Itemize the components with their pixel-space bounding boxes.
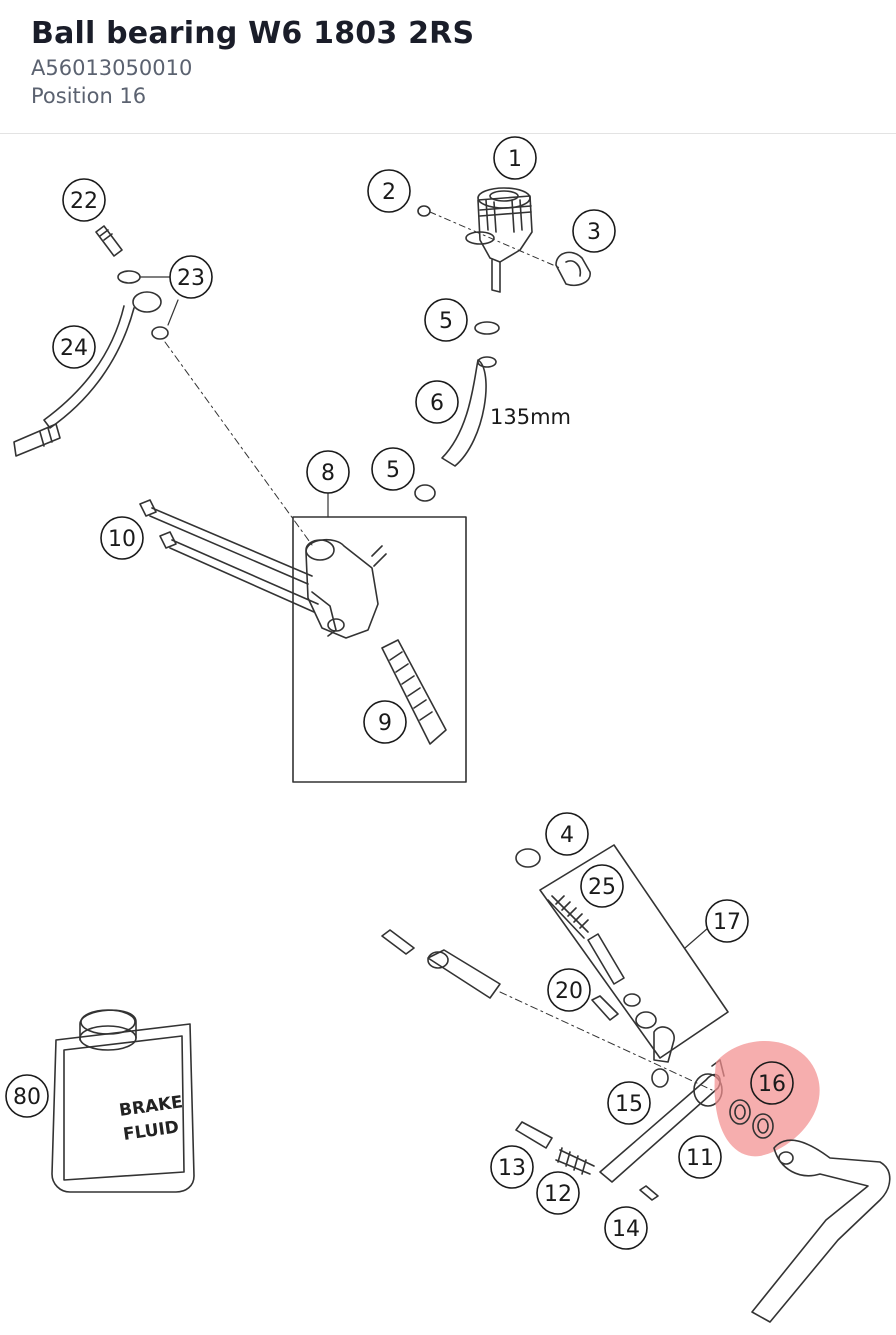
pedal-bracket xyxy=(751,1139,891,1323)
highlight-part-16 xyxy=(714,1041,820,1157)
hose-clamp-lower xyxy=(414,484,436,502)
hose-part-6 xyxy=(441,359,487,467)
cap-part-4 xyxy=(515,848,541,868)
callout-16: 16 xyxy=(758,1072,786,1097)
mounting-bolts-10 xyxy=(139,499,319,613)
callout-13: 13 xyxy=(498,1156,526,1181)
brake-fluid-can xyxy=(51,1009,195,1193)
callout-numbers: 1 2 3 5 5 6 8 9 10 22 23 24 4 25 17 20 1… xyxy=(13,147,786,1242)
assembly-box-17 xyxy=(539,844,729,1059)
part-position: Position 16 xyxy=(31,84,147,108)
brake-line-part-24 xyxy=(13,291,162,457)
can-label: BRAKE FLUID xyxy=(118,1092,184,1145)
callout-12: 12 xyxy=(544,1182,572,1207)
washer-part-15 xyxy=(651,1068,669,1088)
callout-3: 3 xyxy=(587,220,601,245)
callout-20: 20 xyxy=(555,979,583,1004)
screw-part-2 xyxy=(417,205,561,269)
hose-clamp-upper xyxy=(474,321,500,335)
callout-9: 9 xyxy=(378,711,392,736)
callout-17: 17 xyxy=(713,910,741,935)
bracket-part-3 xyxy=(555,251,591,287)
pivot-bolt xyxy=(381,929,415,955)
callout-24: 24 xyxy=(60,336,88,361)
pushrod-part xyxy=(587,933,625,985)
piston-part-9 xyxy=(381,639,447,745)
bolt-part-20 xyxy=(591,995,619,1021)
spring-part-12 xyxy=(555,1147,595,1175)
callout-22: 22 xyxy=(70,189,98,214)
callout-23: 23 xyxy=(177,266,205,291)
callout-25: 25 xyxy=(588,875,616,900)
pivot-sleeve xyxy=(427,949,501,999)
can-label-line2: FLUID xyxy=(122,1117,180,1145)
assembly-box-8 xyxy=(292,516,467,783)
seal-ring-lower xyxy=(151,326,169,340)
callout-1: 1 xyxy=(508,147,522,172)
pin-part-13 xyxy=(515,1121,553,1149)
screw-part-14 xyxy=(639,1185,659,1201)
master-cylinder-part xyxy=(305,539,387,639)
callout-14: 14 xyxy=(612,1217,640,1242)
callout-11: 11 xyxy=(686,1146,714,1171)
part-header: Ball bearing W6 1803 2RS A56013050010 Po… xyxy=(0,0,896,134)
can-label-line1: BRAKE xyxy=(118,1092,184,1121)
part-title: Ball bearing W6 1803 2RS xyxy=(31,16,475,51)
hose-length-label: 135mm xyxy=(490,405,571,429)
callout-5-upper: 5 xyxy=(439,309,453,334)
callout-80: 80 xyxy=(13,1085,41,1110)
callout-2: 2 xyxy=(382,180,396,205)
callout-15: 15 xyxy=(615,1092,643,1117)
reservoir-part xyxy=(465,187,533,293)
callout-4: 4 xyxy=(560,823,574,848)
part-number: A56013050010 xyxy=(31,56,193,80)
callout-10: 10 xyxy=(108,527,136,552)
exploded-parts-diagram: 1 2 3 5 5 6 8 9 10 22 23 24 4 25 17 20 1… xyxy=(5,136,891,1323)
callout-8: 8 xyxy=(321,461,335,486)
callout-bubbles xyxy=(5,136,794,1250)
banjo-fitting-part-22 xyxy=(95,225,123,257)
callout-6: 6 xyxy=(430,391,444,416)
seal-ring-upper xyxy=(117,270,141,284)
callout-5-lower: 5 xyxy=(386,458,400,483)
spring-part-25 xyxy=(547,895,589,939)
